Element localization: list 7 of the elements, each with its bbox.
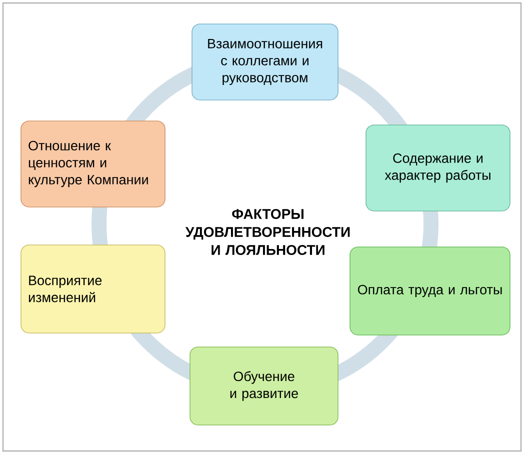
factor-box: Обучение и развитие <box>190 346 338 426</box>
factor-box: Взаимоотношения с коллегами и руководством <box>192 24 338 100</box>
factor-box: Оплата труда и льготы <box>350 246 510 336</box>
center-title: ФАКТОРЫ УДОВЛЕТВОРЕННОСТИ И ЛОЯЛЬНОСТИ <box>185 209 350 255</box>
factor-box: Восприятие изменений <box>20 244 166 334</box>
factor-box: Отношение к ценностям и культуре Компании <box>20 120 166 208</box>
factor-box: Содержание и характер работы <box>366 124 510 212</box>
